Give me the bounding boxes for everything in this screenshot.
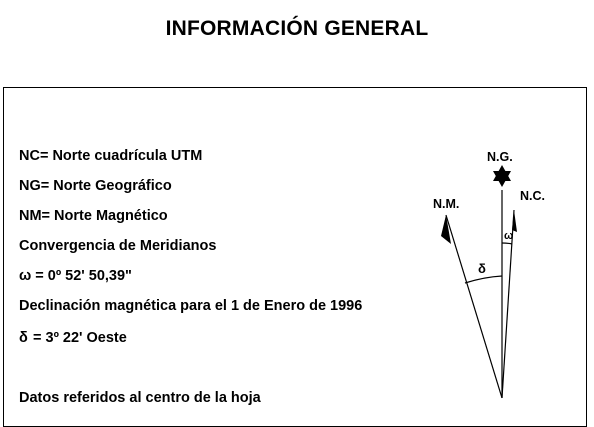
north-diagram: N.G. N.M. N.C. ω δ <box>433 150 545 399</box>
grid-north-line <box>501 209 515 399</box>
omega-value: = 0º 52' 50,39" <box>31 268 132 284</box>
delta-arc <box>464 275 503 284</box>
ng-label: N.G. <box>487 150 513 164</box>
delta-symbol: δ <box>19 330 28 346</box>
omega-arc <box>501 242 513 245</box>
omega-symbol: ω <box>19 268 32 284</box>
legend-nm: NM= Norte Magnético <box>19 208 168 224</box>
delta-label: δ <box>478 261 486 276</box>
footer-note: Datos referidos al centro de la hoja <box>19 390 261 406</box>
delta-value: = 3º 22' Oeste <box>29 330 127 346</box>
nc-label: N.C. <box>520 189 545 203</box>
nm-label: N.M. <box>433 197 459 211</box>
grid-north-arrow <box>512 210 517 232</box>
convergence-value: ω = 0º 52' 50,39" <box>19 268 132 284</box>
legend-nc: NC= Norte cuadrícula UTM <box>19 148 203 164</box>
magnetic-north-line <box>445 214 503 399</box>
omega-label: ω <box>504 230 513 242</box>
declination-value: δ = 3º 22' Oeste <box>19 330 127 346</box>
magnetic-north-arrow <box>441 215 451 244</box>
convergence-heading: Convergencia de Meridianos <box>19 238 217 254</box>
star-icon <box>493 165 511 187</box>
declination-heading: Declinación magnética para el 1 de Enero… <box>19 298 363 314</box>
legend-ng: NG= Norte Geográfico <box>19 178 172 194</box>
page-title: INFORMACIÓN GENERAL <box>165 17 429 40</box>
